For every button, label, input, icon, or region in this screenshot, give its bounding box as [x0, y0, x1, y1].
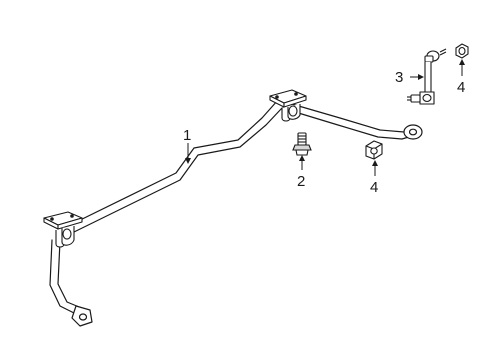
- nut-upper: [455, 43, 469, 59]
- nut-lower: [365, 140, 383, 160]
- callout-2: 2: [297, 173, 305, 190]
- stabilizer-link: [407, 48, 447, 105]
- stabilizer-bar-right-eye: [403, 124, 423, 140]
- stabilizer-bar: [49, 99, 423, 327]
- callout-4-upper: 4: [457, 79, 465, 96]
- stabilizer-bar-left-leg: [49, 239, 81, 317]
- stabilizer-bar-tube-inner: [71, 107, 413, 234]
- stabilizer-bar-left-eye: [71, 305, 93, 327]
- stabilizer-bar-tube-outer: [67, 99, 415, 227]
- right-bushing-bracket: [269, 89, 307, 122]
- callout-3: 3: [395, 69, 403, 86]
- leader-lines: [185, 59, 465, 176]
- bolt: [292, 132, 312, 156]
- left-bushing-bracket: [43, 211, 83, 248]
- callout-1: 1: [183, 127, 191, 144]
- callout-4-lower: 4: [370, 179, 378, 196]
